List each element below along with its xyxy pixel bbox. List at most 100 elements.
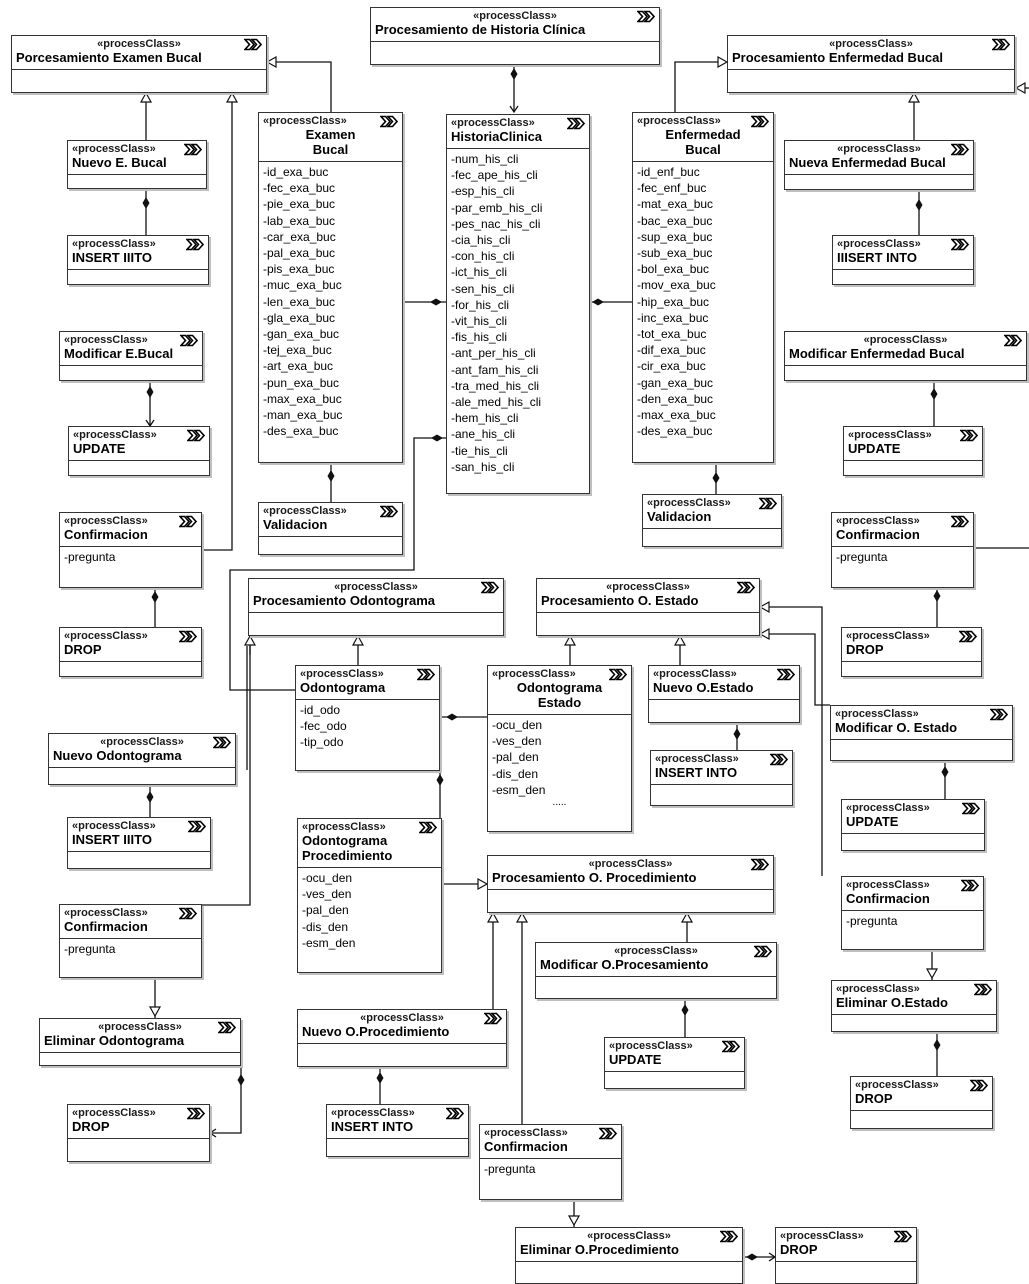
class-update-4[interactable]: «processClass»UPDATE <box>604 1037 745 1089</box>
composition-diamond <box>436 774 444 786</box>
composition-diamond <box>941 766 949 778</box>
process-icon <box>736 581 756 594</box>
stereotype-label: «processClass» <box>835 708 919 720</box>
stereotype-label: «processClass» <box>588 858 673 870</box>
attribute: -ocu_den <box>302 871 353 885</box>
class-update-3[interactable]: «processClass»UPDATE <box>841 799 985 851</box>
class-header: «processClass»Nuevo O.Estado <box>649 666 799 700</box>
attribute: -san_his_cli <box>451 459 515 474</box>
attribute: -dis_den <box>302 919 349 934</box>
composition-diamond <box>510 68 518 80</box>
generalization-arrowhead <box>758 627 770 641</box>
process-icon <box>1003 334 1023 347</box>
process-icon <box>750 858 770 871</box>
process-icon <box>178 515 198 528</box>
process-icon <box>969 1079 989 1092</box>
class-proc-odontograma[interactable]: «processClass»Procesamiento Odontograma <box>248 578 504 636</box>
class-nuevo-o-estado[interactable]: «processClass»Nuevo O.Estado <box>648 665 800 723</box>
class-proc-o-procedimiento[interactable]: «processClass»Procesamiento O. Procedimi… <box>487 855 774 913</box>
class-insert-into-5[interactable]: «processClass»INSERT INTO <box>326 1104 469 1157</box>
class-historia[interactable]: «processClass»Procesamiento de Historia … <box>370 7 660 65</box>
class-name: Bucal <box>685 142 721 157</box>
attribute: -con_his_cli <box>451 249 515 264</box>
attribute: -fec_ape_his_cli <box>451 168 538 183</box>
attribute: -bol_exa_buc <box>637 262 710 277</box>
class-nuevo-o-procedimiento[interactable]: «processClass»Nuevo O.Procedimiento <box>297 1009 507 1067</box>
class-examen[interactable]: «processClass»Porcesamiento Examen Bucal <box>11 35 267 93</box>
class-proc-o-estado[interactable]: «processClass»Procesamiento O. Estado <box>536 578 760 636</box>
process-icon <box>416 668 436 681</box>
class-drop-1[interactable]: «processClass»DROP <box>59 627 202 677</box>
class-drop-3[interactable]: «processClass»DROP <box>850 1076 993 1129</box>
stereotype-label: «processClass» <box>836 983 920 995</box>
edge <box>229 437 446 691</box>
class-name: Procesamiento de Historia Clínica <box>375 22 586 37</box>
process-icon <box>989 708 1009 721</box>
class-insert-into-2[interactable]: «processClass»IIISERT INTO <box>832 235 974 285</box>
process-icon <box>769 753 789 766</box>
class-header: «processClass»DROP <box>68 1105 209 1139</box>
class-confirmacion-1[interactable]: «processClass»Confirmacion-pregunta <box>59 512 202 588</box>
class-enfermedad[interactable]: «processClass»Procesamiento Enfermedad B… <box>727 35 1015 93</box>
process-icon <box>186 1107 206 1120</box>
class-insert-into-1[interactable]: «processClass»INSERT IIITO <box>67 235 209 285</box>
class-name: Procesamiento Enfermedad Bucal <box>732 50 943 65</box>
process-icon <box>445 1107 465 1120</box>
composition-diamond <box>146 386 154 398</box>
generalization-arrowhead <box>567 1215 581 1227</box>
class-drop-5[interactable]: «processClass»DROP <box>775 1227 917 1284</box>
class-name: Modificar E.Bucal <box>64 346 174 361</box>
class-header: «processClass»Eliminar O.Estado <box>832 981 996 1015</box>
stereotype-label: «processClass» <box>334 581 418 593</box>
class-eliminar-o-procedimiento[interactable]: «processClass»Eliminar O.Procedimiento <box>515 1227 743 1284</box>
process-icon <box>183 143 203 156</box>
class-name: Confirmacion <box>484 1139 568 1154</box>
class-eliminar-o-estado[interactable]: «processClass»Eliminar O.Estado <box>831 980 997 1032</box>
class-confirmacion-2[interactable]: «processClass»Confirmacion-pregunta <box>831 512 974 588</box>
class-historia-clinica[interactable]: «processClass»HistoriaClinica-num_his_cl… <box>446 114 590 494</box>
class-name: DROP <box>855 1091 893 1106</box>
composition-diamond <box>712 472 720 484</box>
class-name: Procesamiento O. Estado <box>541 593 699 608</box>
class-nueva-enfermedad[interactable]: «processClass»Nueva Enfermedad Bucal <box>784 140 974 190</box>
attribute: -id_odo <box>300 703 341 717</box>
class-validacion-2[interactable]: «processClass»Validacion <box>642 494 782 547</box>
class-insert-into-4[interactable]: «processClass»INSERT IIITO <box>67 817 211 869</box>
class-modificar-e-bucal[interactable]: «processClass»Modificar E.Bucal <box>59 331 203 381</box>
attribute: -inc_exa_buc <box>637 310 709 325</box>
class-validacion-1[interactable]: «processClass»Validacion <box>258 502 403 555</box>
class-update-1[interactable]: «processClass»UPDATE <box>68 426 210 476</box>
class-name: Odontograma <box>516 680 603 695</box>
class-odontograma[interactable]: «processClass»Odontograma-id_odo-fec_odo… <box>295 665 440 771</box>
class-header: «processClass»Nuevo E. Bucal <box>68 141 206 175</box>
class-drop-2[interactable]: «processClass»DROP <box>841 627 982 677</box>
class-header: «processClass»Modificar O.Procesamiento <box>536 943 776 977</box>
class-confirmacion-4[interactable]: «processClass»Confirmacion-pregunta <box>59 904 202 978</box>
class-nuevo-odontograma[interactable]: «processClass»Nuevo Odontograma <box>48 733 236 785</box>
class-modificar-o-procesamiento[interactable]: «processClass»Modificar O.Procesamiento <box>535 942 777 999</box>
class-modificar-o-estado[interactable]: «processClass»Modificar O. Estado <box>830 705 1013 761</box>
class-drop-4[interactable]: «processClass»DROP <box>67 1104 210 1162</box>
class-confirmacion-3[interactable]: «processClass»Confirmacion-pregunta <box>841 876 984 950</box>
class-header: «processClass»Nueva Enfermedad Bucal <box>785 141 973 175</box>
class-nuevo-e-bucal[interactable]: «processClass»Nuevo E. Bucal <box>67 140 207 189</box>
process-icon <box>758 497 778 510</box>
class-confirmacion-5[interactable]: «processClass»Confirmacion-pregunta <box>479 1124 622 1200</box>
class-insert-into-3[interactable]: «processClass»INSERT INTO <box>650 750 793 806</box>
class-header: «processClass»UPDATE <box>605 1038 744 1072</box>
attribute: -ane_his_cli <box>451 427 516 442</box>
class-update-2[interactable]: «processClass»UPDATE <box>843 426 983 476</box>
stereotype-label: «processClass» <box>637 115 721 127</box>
process-icon <box>480 581 500 594</box>
stereotype-label: «processClass» <box>360 1012 444 1024</box>
stereotype-label: «processClass» <box>837 238 921 250</box>
attribute: -tra_med_his_cli <box>451 378 540 393</box>
class-modificar-enfermedad[interactable]: «processClass»Modificar Enfermedad Bucal <box>784 331 1027 381</box>
stereotype-label: «processClass» <box>302 821 386 833</box>
class-eliminar-odontograma[interactable]: «processClass»Eliminar Odontograma <box>39 1018 241 1066</box>
